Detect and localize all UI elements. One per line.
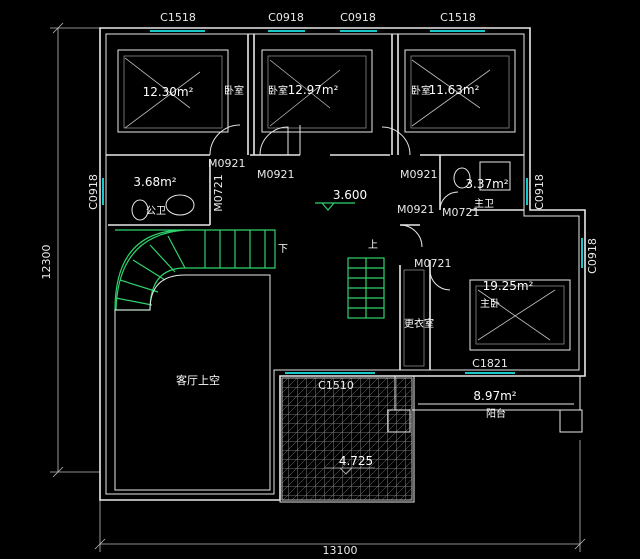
door-label-1: M0921 xyxy=(208,157,246,170)
window-label-master-bottom: C1821 xyxy=(472,357,508,370)
outer-walls xyxy=(99,27,586,501)
balcony-hatch xyxy=(279,375,415,503)
window-label-top-right: C1518 xyxy=(440,11,476,24)
doors xyxy=(209,124,459,291)
window-label-right-bath: C0918 xyxy=(533,174,546,210)
room-area-bedroom-left: 12.30m² xyxy=(143,85,194,99)
room-area-bedroom-middle: 12.97m² xyxy=(288,83,339,97)
room-name-bedroom-middle: 卧室 xyxy=(268,84,288,97)
windows xyxy=(102,30,583,374)
elevation-floor: 3.600 xyxy=(333,188,367,202)
door-label-7: M0721 xyxy=(414,257,452,270)
stair-up-label: 上 xyxy=(368,239,378,251)
beds xyxy=(117,49,571,351)
dressing-wardrobe xyxy=(403,269,425,367)
window-label-living-bottom: C1510 xyxy=(318,379,354,392)
balcony-railing xyxy=(387,376,583,433)
window-label-right-master: C0918 xyxy=(586,238,599,274)
elevation-marker xyxy=(315,202,355,211)
room-name-bedroom-left: 卧室 xyxy=(224,84,244,97)
living-void-outline xyxy=(114,274,271,491)
room-area-public-bath: 3.68m² xyxy=(133,175,176,189)
room-area-balcony: 8.97m² xyxy=(473,389,516,403)
elevation-balcony: 4.725 xyxy=(339,454,373,468)
dimension-lines xyxy=(50,22,586,552)
room-name-master-bedroom: 主卧 xyxy=(480,297,500,310)
door-label-4: M0921 xyxy=(397,203,435,216)
window-label-top-mid-left: C0918 xyxy=(268,11,304,24)
room-name-bedroom-right: 卧室 xyxy=(411,84,431,97)
interior-walls xyxy=(106,34,524,370)
room-name-living-void: 客厅上空 xyxy=(176,373,220,387)
room-name-balcony: 阳台 xyxy=(486,407,506,420)
door-label-5: M0721 xyxy=(212,174,225,212)
room-name-master-bath: 主卫 xyxy=(474,198,494,210)
overall-height-dimension: 12300 xyxy=(40,245,53,280)
window-label-top-mid-right: C0918 xyxy=(340,11,376,24)
door-label-3: M0921 xyxy=(400,168,438,181)
window-label-left-bath: C0918 xyxy=(87,174,100,210)
curved-stair xyxy=(114,229,276,311)
room-name-dressing: 更衣室 xyxy=(404,317,434,330)
room-area-master-bedroom: 19.25m² xyxy=(483,279,534,293)
door-label-2: M0921 xyxy=(257,168,295,181)
room-name-public-bath: 公卫 xyxy=(146,206,166,217)
room-area-bedroom-right: 11.63m² xyxy=(429,83,480,97)
straight-stair xyxy=(347,257,385,319)
bath-fixtures xyxy=(131,161,511,221)
overall-width-dimension: 13100 xyxy=(323,544,358,557)
door-label-6: M0721 xyxy=(442,206,480,219)
stair-down-label: 下 xyxy=(278,244,288,255)
room-area-master-bath: 3.37m² xyxy=(465,177,508,191)
window-label-top-left: C1518 xyxy=(160,11,196,24)
